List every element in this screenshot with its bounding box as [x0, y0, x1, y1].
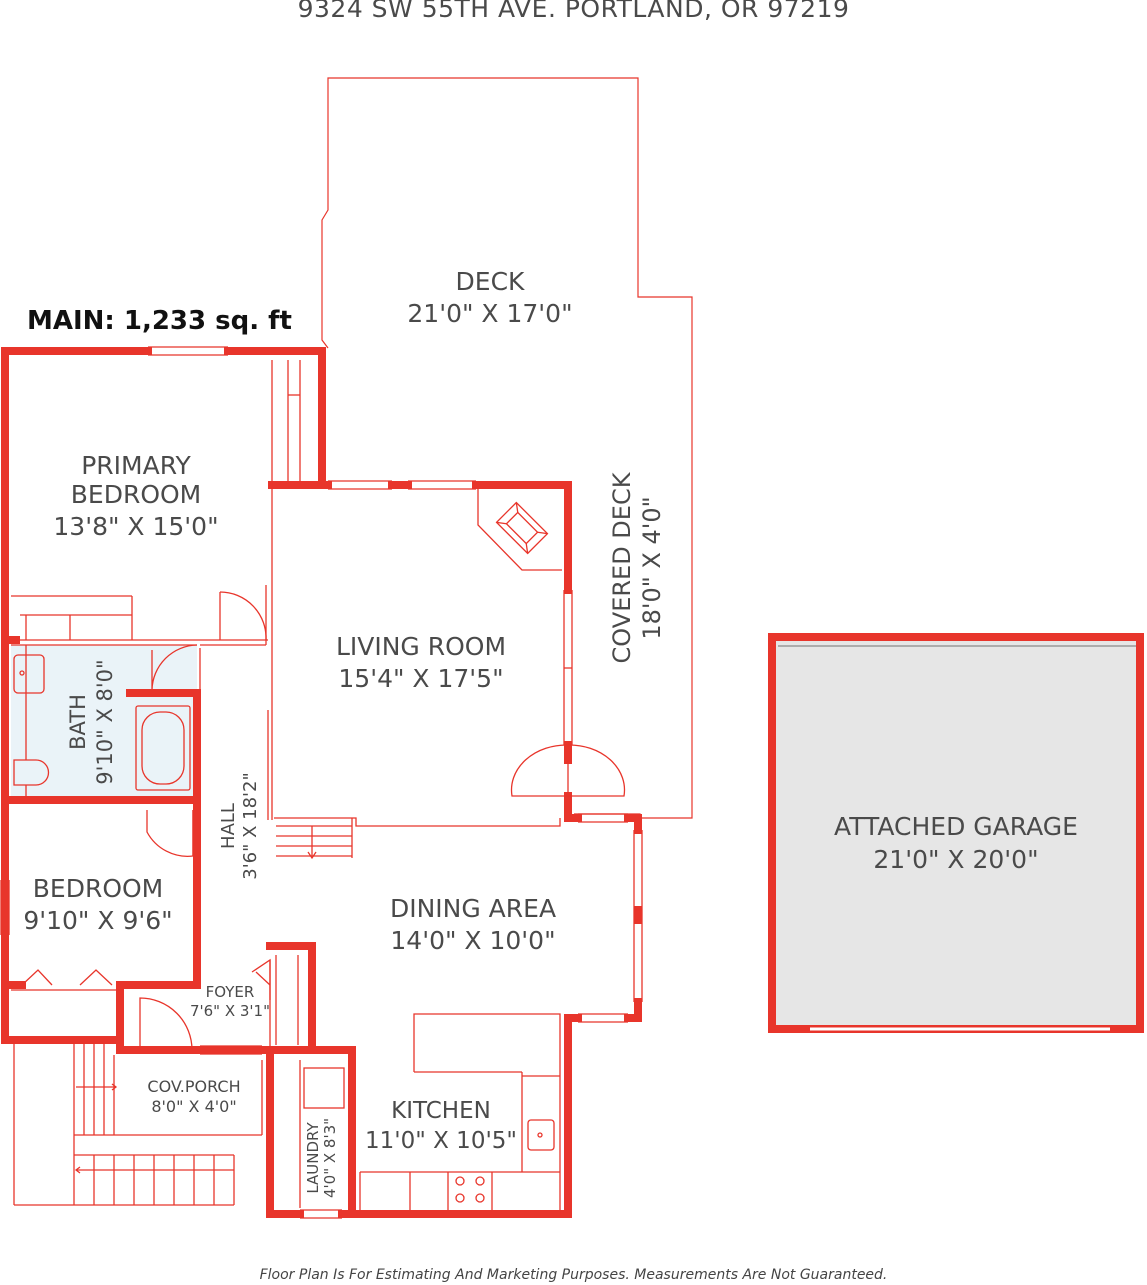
- hall-size: 3'6" X 18'2": [240, 772, 261, 880]
- covered-deck-size: 18'0" X 4'0": [638, 496, 666, 639]
- foyer-size: 7'6" X 3'1": [190, 1002, 270, 1020]
- level-area-label: MAIN: 1,233 sq. ft: [27, 306, 292, 336]
- cov-porch-size: 8'0" X 4'0": [151, 1097, 236, 1116]
- bath-size: 9'10" X 8'0": [93, 659, 117, 784]
- room-labels: DECK 21'0" X 17'0" PRIMARY BEDROOM 13'8"…: [23, 267, 1078, 1198]
- bath-label: BATH: [66, 694, 90, 750]
- dining-area-label: DINING AREA: [390, 894, 556, 923]
- bedroom-size: 9'10" X 9'6": [23, 906, 172, 935]
- interior-lines: [0, 346, 643, 1219]
- dining-area-size: 14'0" X 10'0": [390, 926, 555, 955]
- living-room-label: LIVING ROOM: [336, 632, 506, 661]
- deck-size: 21'0" X 17'0": [407, 299, 572, 328]
- foyer-label: FOYER: [206, 983, 255, 1001]
- kitchen-size: 11'0" X 10'5": [365, 1128, 517, 1154]
- cov-porch-label: COV.PORCH: [147, 1077, 240, 1096]
- laundry-size: 4'0" X 8'3": [321, 1118, 339, 1198]
- living-room-size: 15'4" X 17'5": [338, 664, 503, 693]
- deck-label: DECK: [456, 267, 526, 296]
- kitchen-label: KITCHEN: [391, 1098, 491, 1124]
- walls: [1, 347, 642, 1218]
- deck-outline: [321, 77, 693, 819]
- garage-size: 21'0" X 20'0": [873, 845, 1038, 874]
- address-title: 9324 SW 55TH AVE. PORTLAND, OR 97219: [297, 0, 850, 23]
- hall-label: HALL: [218, 803, 239, 849]
- disclaimer-text: Floor Plan Is For Estimating And Marketi…: [259, 1267, 888, 1283]
- attached-garage: [768, 633, 1144, 1033]
- primary-bedroom-label: PRIMARY: [81, 451, 191, 480]
- primary-bedroom-size: 13'8" X 15'0": [53, 512, 218, 541]
- garage-label: ATTACHED GARAGE: [834, 812, 1078, 841]
- bedroom-label: BEDROOM: [33, 874, 164, 903]
- covered-deck-label: COVERED DECK: [608, 471, 636, 663]
- laundry-label: LAUNDRY: [304, 1121, 322, 1193]
- primary-bedroom-label-2: BEDROOM: [71, 480, 202, 509]
- bath-floor: [11, 645, 197, 797]
